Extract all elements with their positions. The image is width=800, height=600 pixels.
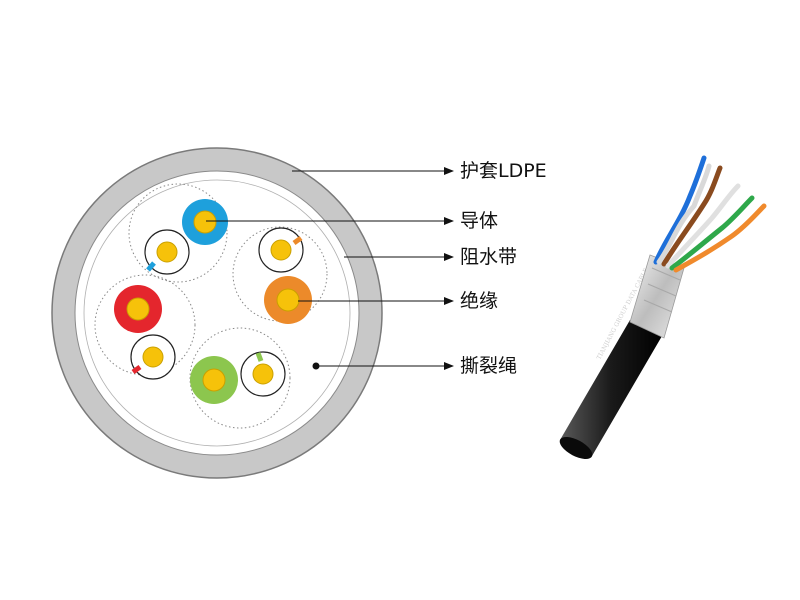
water-block-tape-inner [83,179,351,447]
label-water-block-tape: 阻水带 [460,246,518,268]
red-pair [114,285,176,380]
twisted-pairs [653,155,767,273]
black-sheath [560,320,662,456]
green-pair [190,351,286,404]
blue-pair [144,199,228,275]
cable-photo: TIANJIANG GROUP DATA CABLE [559,155,767,460]
ripcord-dot [312,362,320,370]
orange-pair [258,227,312,324]
pair-group-orange [232,226,328,322]
pair-group-green [189,327,291,429]
leader-lines [206,167,454,370]
label-insulation: 绝缘 [460,290,499,312]
label-ripcord: 撕裂绳 [460,355,518,377]
cable-cross-section [51,147,383,479]
label-jacket: 护套LDPE [460,160,547,182]
pair-group-red [94,274,196,376]
label-conductor: 导体 [460,210,499,232]
pair-group-blue [128,183,228,283]
